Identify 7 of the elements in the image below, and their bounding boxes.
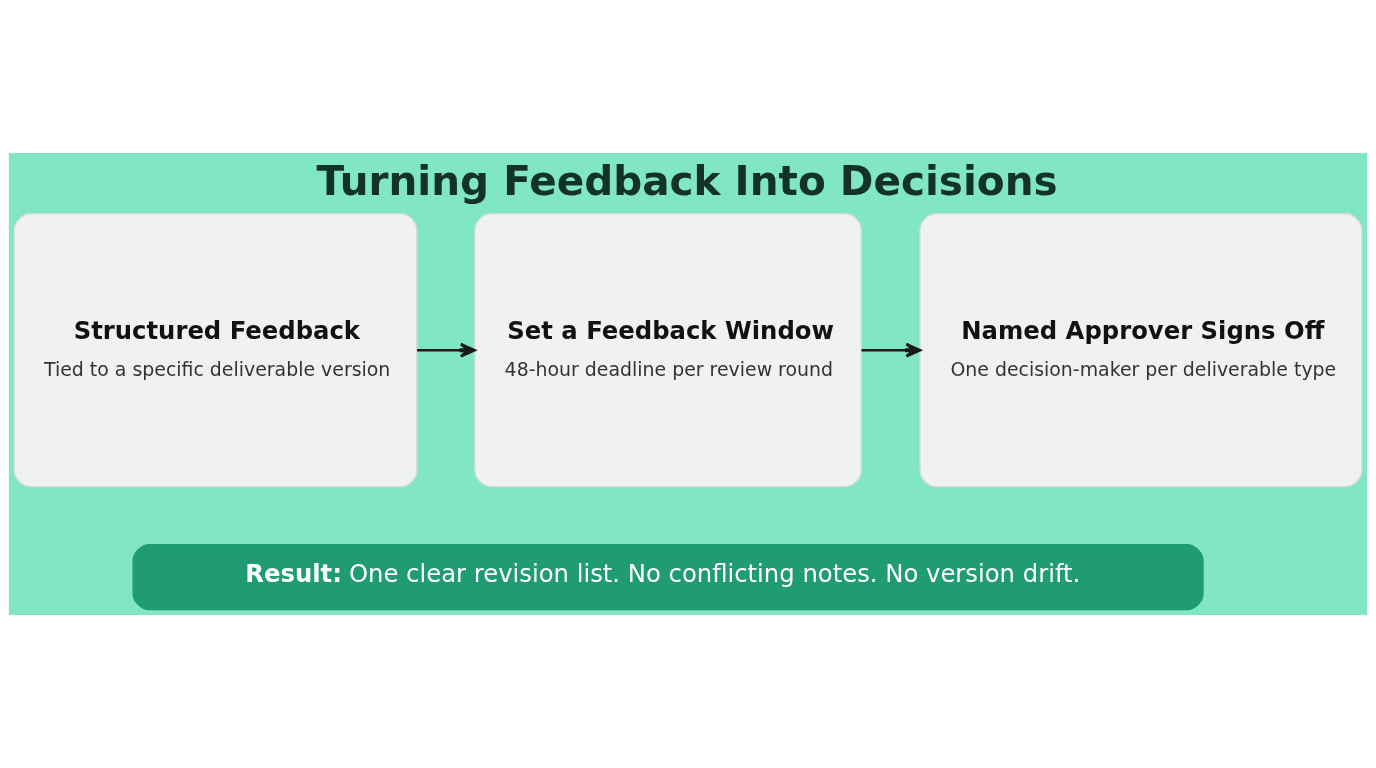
node-box: Structured Feedback Tied to a specific deliverable version bbox=[13, 213, 418, 488]
arrow bbox=[861, 342, 922, 358]
arrow bbox=[417, 342, 476, 358]
node-box: Set a Feedback Window 48-hour deadline per review round bbox=[474, 213, 862, 488]
diagram-title: Turning Feedback Into Decisions bbox=[316, 156, 1058, 205]
node-box: Result: One clear revision list. No conflicting notes. No version drift. bbox=[132, 544, 1204, 611]
node-box: Named Approver Signs Off One decision-maker per deliverable type bbox=[919, 213, 1363, 488]
